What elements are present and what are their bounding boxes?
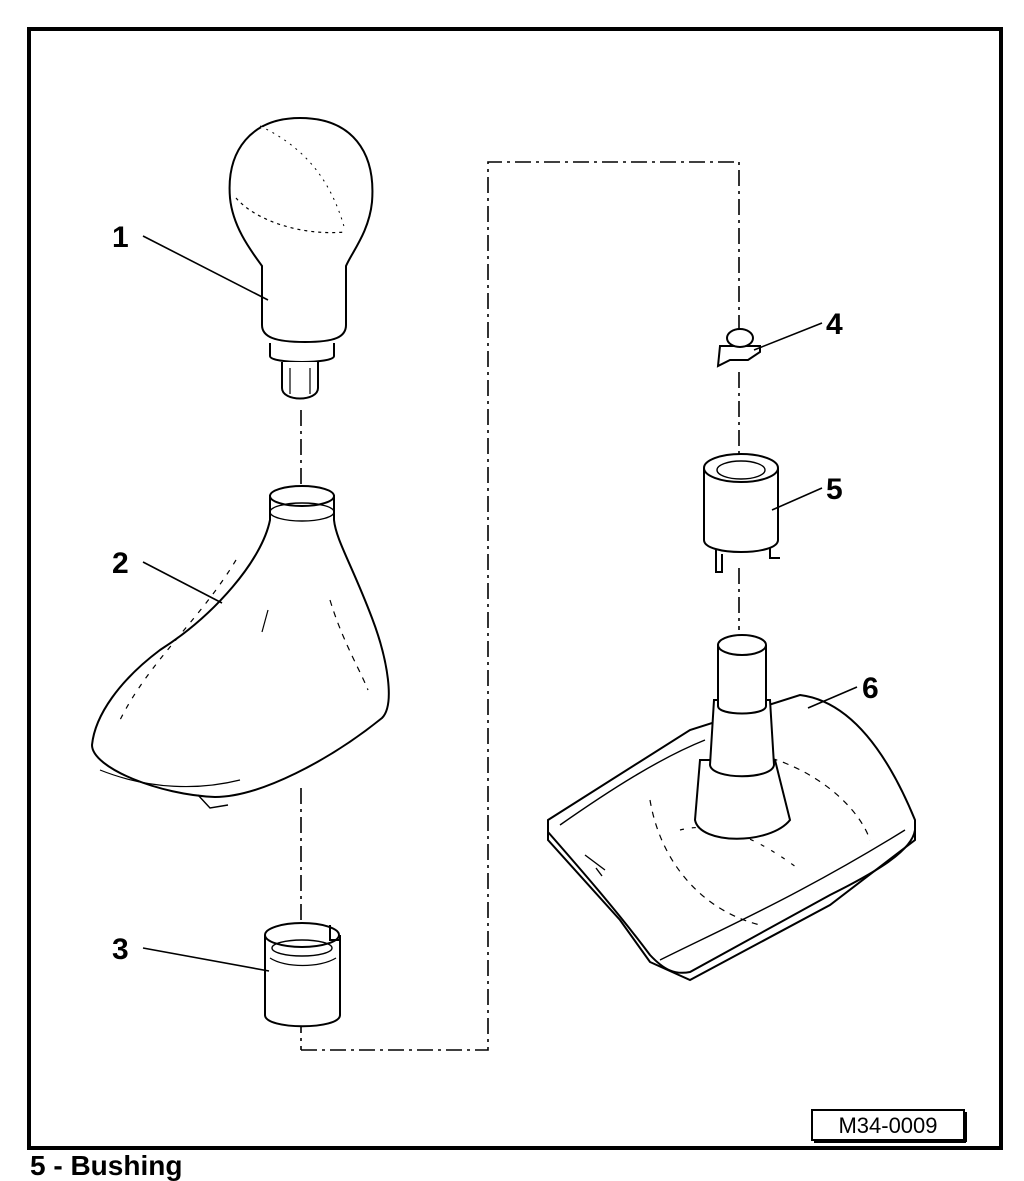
callout-4: 4: [826, 308, 843, 341]
callout-1: 1: [112, 221, 129, 254]
callout-3: 3: [112, 933, 129, 966]
gear-boot-part: [90, 485, 390, 809]
retaining-ring-part: [264, 922, 341, 1028]
callout-5: 5: [826, 473, 843, 506]
clip-part: [716, 328, 761, 368]
diagram-border: [27, 27, 1003, 1150]
gear-knob-part: [228, 116, 374, 400]
bushing-part: [703, 453, 780, 573]
footer-caption: 5 - Bushing: [30, 1150, 183, 1181]
reference-code-box: [811, 1109, 965, 1141]
callout-leader-lines: [142, 235, 858, 972]
callout-2: 2: [112, 547, 129, 580]
reference-code: M34-0009: [838, 1113, 937, 1138]
boot-with-frame-part: [547, 634, 916, 982]
callout-6: 6: [862, 672, 879, 705]
